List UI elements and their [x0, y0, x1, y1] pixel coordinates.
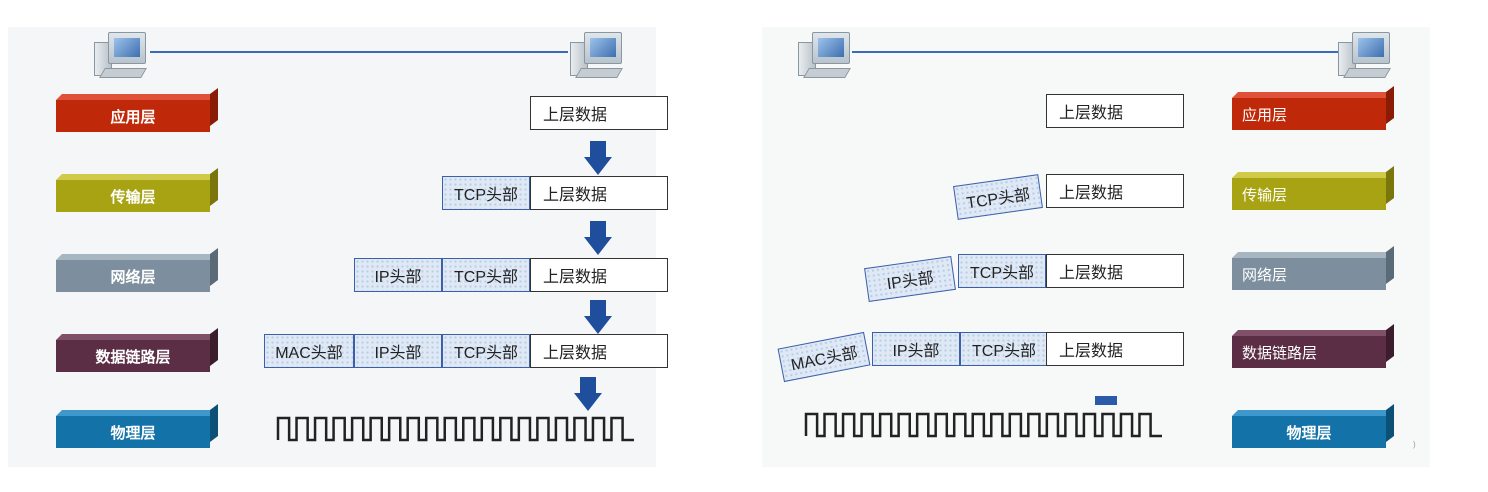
square-wave-signal: [804, 412, 1162, 438]
page-mark: ): [1413, 440, 1416, 449]
layer-physical: 物理层: [56, 403, 218, 448]
sender-computer-icon: [796, 30, 852, 78]
down-arrow-icon: [584, 300, 612, 334]
upper-data-box: 上层数据: [1046, 94, 1184, 128]
layer-application: 应用层: [56, 87, 218, 132]
upper-data-box: 上层数据: [530, 258, 668, 292]
ip-header-box: IP头部: [354, 258, 442, 292]
down-arrow-icon: [584, 141, 612, 175]
upper-data-box: 上层数据: [530, 96, 668, 130]
encapsulation-panel: [8, 27, 656, 467]
down-arrow-icon: [584, 221, 612, 255]
bit-marker: [1095, 396, 1117, 405]
network-link: [150, 51, 568, 53]
layer-physical: 物理层: [1232, 403, 1394, 448]
tcp-header-box: TCP头部: [960, 332, 1048, 366]
layer-network: 网络层: [1232, 245, 1394, 290]
layer-datalink: 数据链路层: [1232, 323, 1394, 368]
tcp-header-box: TCP头部: [958, 254, 1046, 288]
layer-datalink: 数据链路层: [56, 327, 218, 372]
layer-network: 网络层: [56, 247, 218, 292]
mac-header-box: MAC头部: [264, 334, 354, 368]
sender-computer-icon: [92, 30, 148, 78]
upper-data-box: 上层数据: [1046, 174, 1184, 208]
layer-application: 应用层: [1232, 85, 1394, 130]
layer-transport: 传输层: [1232, 165, 1394, 210]
upper-data-box: 上层数据: [530, 334, 668, 368]
upper-data-box: 上层数据: [530, 176, 668, 210]
down-arrow-icon: [574, 377, 602, 411]
network-link: [852, 51, 1338, 53]
receiver-computer-icon: [1336, 30, 1392, 78]
tcp-header-box: TCP头部: [442, 258, 530, 292]
tcp-header-box: TCP头部: [442, 334, 530, 368]
square-wave-signal: [276, 416, 634, 442]
tcp-header-box: TCP头部: [442, 176, 530, 210]
upper-data-box: 上层数据: [1046, 254, 1184, 288]
layer-transport: 传输层: [56, 167, 218, 212]
upper-data-box: 上层数据: [1046, 332, 1184, 366]
receiver-computer-icon: [568, 30, 624, 78]
ip-header-box: IP头部: [354, 334, 442, 368]
ip-header-box: IP头部: [872, 332, 960, 366]
